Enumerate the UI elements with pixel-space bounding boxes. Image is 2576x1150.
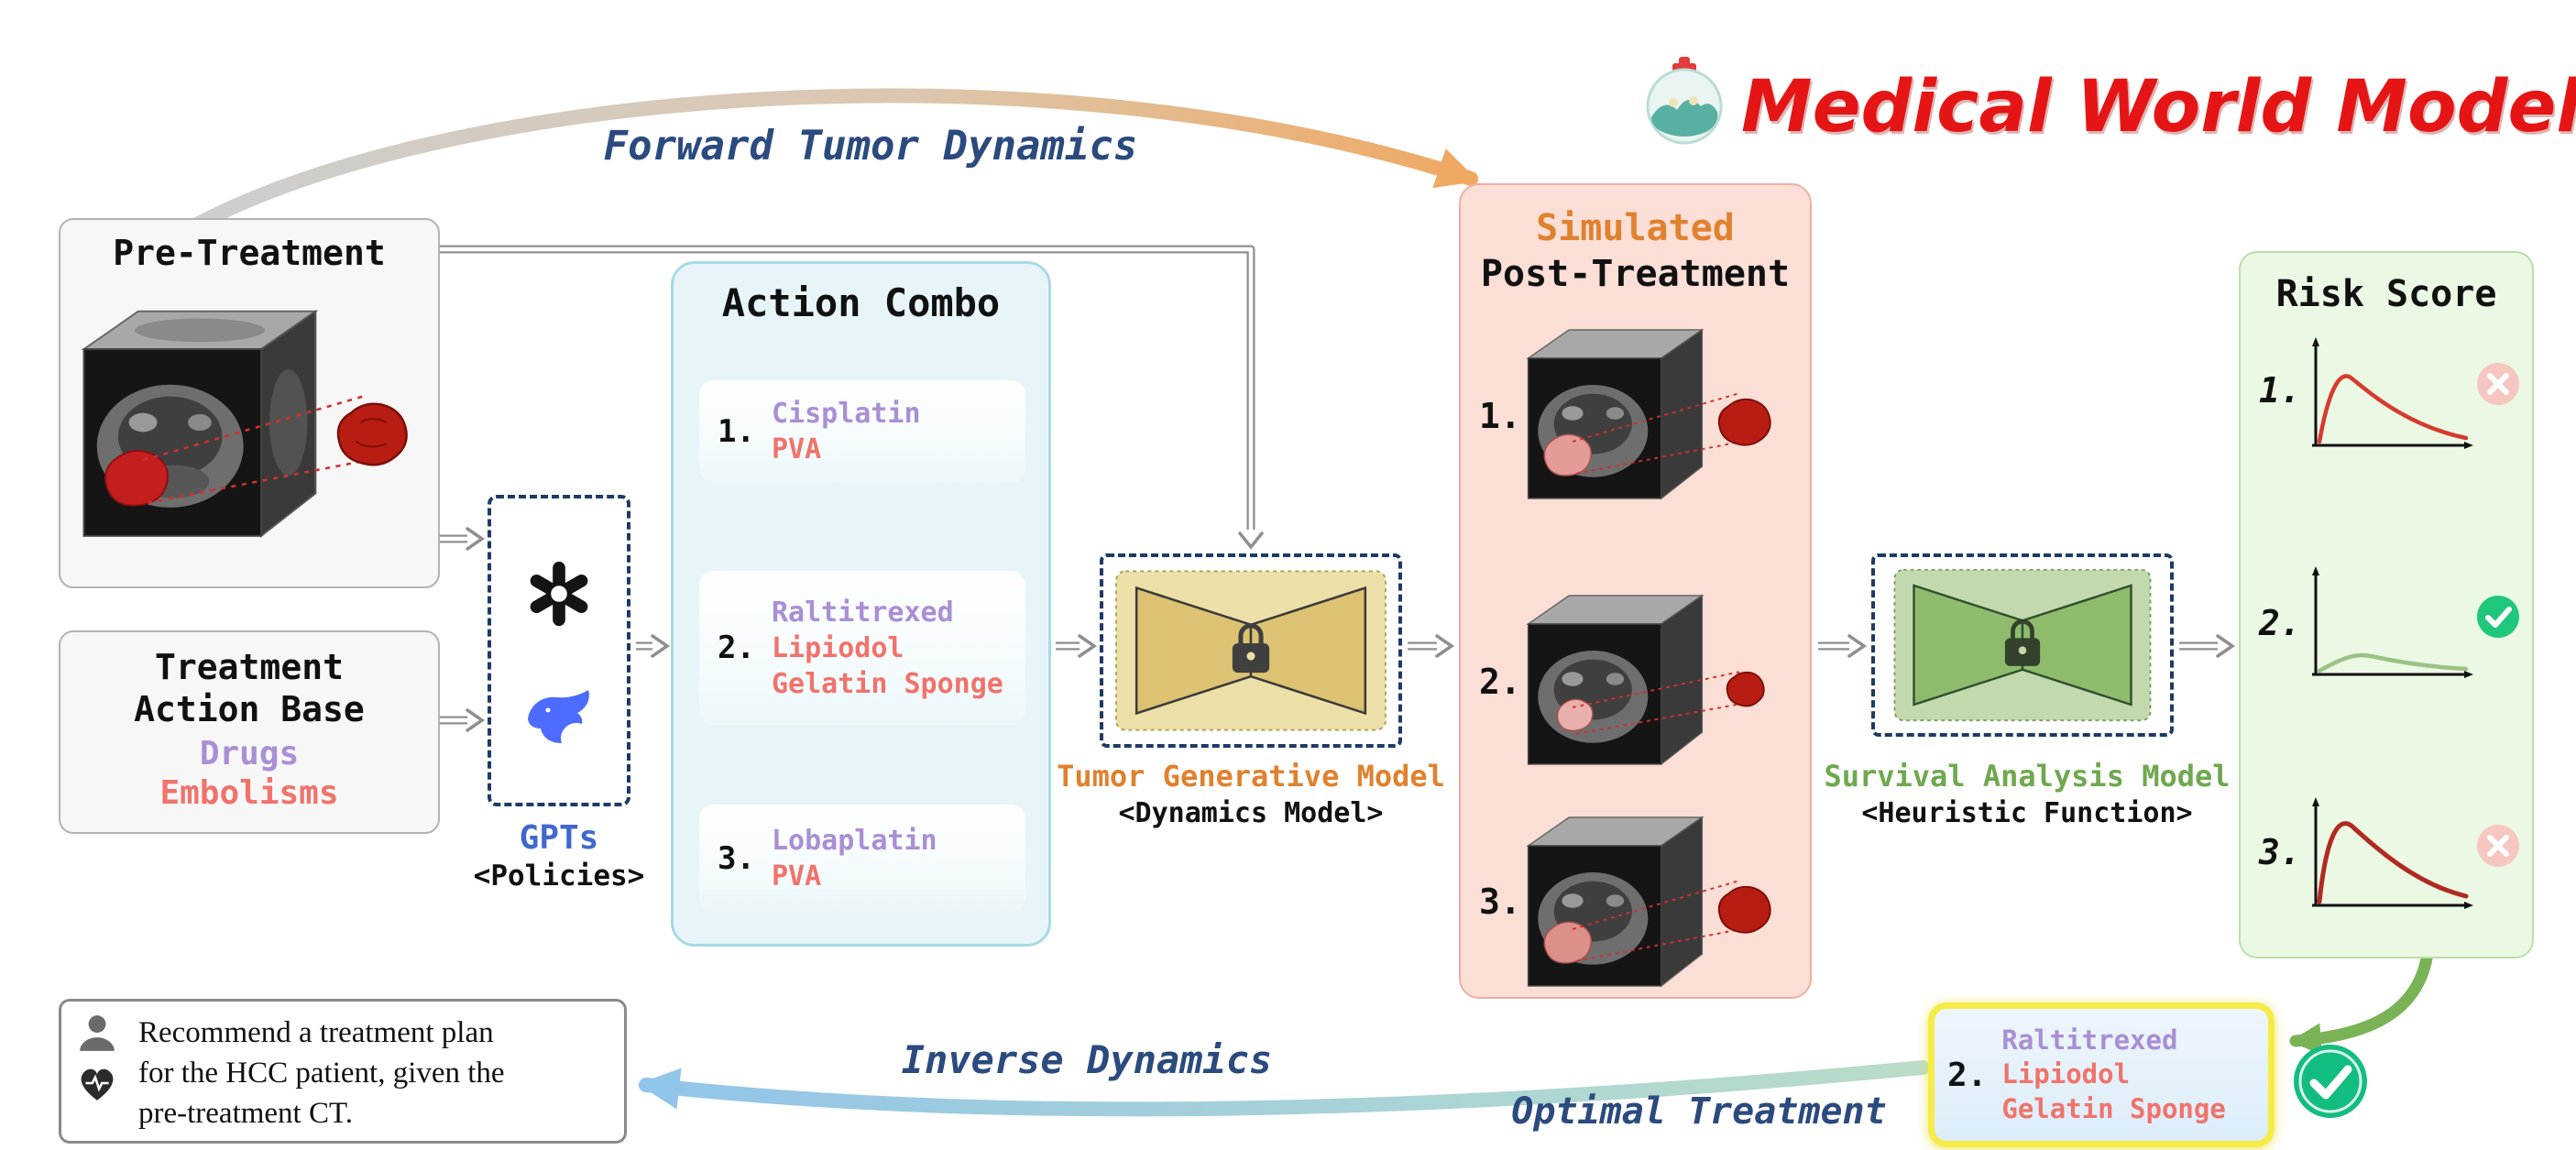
- action-combo-item-1: 1. Cisplatin PVA: [699, 380, 1025, 483]
- treatment-action-base-panel: Treatment Action Base Drugs Embolisms: [59, 630, 440, 834]
- survival-model-sublabel: <Heuristic Function>: [1861, 797, 2193, 829]
- embolism-name: Gelatin Sponge: [2001, 1092, 2226, 1124]
- risk-score-panel: Risk Score 1. 2. 3.: [2239, 251, 2534, 958]
- action-combo-title: Action Combo: [721, 280, 1001, 325]
- risk-curve-chart: [2312, 337, 2473, 449]
- action-base-embolisms: Embolisms: [159, 774, 339, 813]
- risk-to-optimal-arrow: [2289, 952, 2433, 1056]
- action-base-title-line1: Treatment: [155, 647, 344, 687]
- action-base-drugs: Drugs: [199, 735, 300, 773]
- simulated-title-line1: Simulated: [1536, 207, 1735, 249]
- tumormodel-to-simulated-arrow: [1408, 634, 1455, 658]
- pass-badge-icon: [2477, 596, 2519, 638]
- item-number: 1.: [718, 413, 755, 450]
- openai-logo-icon: [530, 561, 588, 626]
- optimal-check-badge-icon: [2294, 1045, 2367, 1118]
- inverse-dynamics-arrow: [637, 1060, 1930, 1117]
- ct-scan-image: [81, 309, 408, 538]
- drug-name: Raltitrexed: [2001, 1024, 2178, 1057]
- optimal-treatment-box: 2. Raltitrexed Lipiodol Gelatin Sponge: [1928, 1002, 2275, 1147]
- fail-badge-icon: [2477, 825, 2519, 867]
- pretreatment-to-gpts-arrow: [440, 527, 486, 551]
- risk-item-number: 1.: [2259, 370, 2301, 411]
- survival-to-risk-arrow: [2179, 634, 2236, 658]
- tumor-generative-model-box: [1100, 553, 1402, 748]
- forward-dynamics-label: Forward Tumor Dynamics: [603, 123, 1138, 170]
- simulated-item-number: 2.: [1479, 662, 1521, 702]
- pretreatment-to-model-connector: [436, 245, 1264, 550]
- prompt-text: Recommend a treatment plan for the HCC p…: [138, 1013, 615, 1134]
- embolism-name: Lipiodol: [2001, 1058, 2131, 1090]
- ct-scan-image: [1526, 328, 1771, 500]
- combo-to-tumormodel-arrow: [1056, 634, 1098, 658]
- survival-analysis-model-box: [1871, 553, 2174, 737]
- risk-item-number: 3.: [2259, 832, 2301, 872]
- tumor-model-label: Tumor Generative Model: [1057, 759, 1445, 794]
- action-combo-item-3: 3. Lobaplatin PVA: [699, 805, 1025, 912]
- ct-scan-image: [1526, 816, 1771, 988]
- gpts-policy-box: [488, 495, 630, 806]
- pre-treatment-panel: Pre-Treatment: [59, 218, 440, 588]
- page-title: Medical World Model: [1741, 66, 2576, 148]
- user-prompt-box: Recommend a treatment plan for the HCC p…: [59, 999, 627, 1144]
- action-combo-item-2: 2. Raltitrexed Lipiodol Gelatin Sponge: [699, 571, 1025, 725]
- gpts-label: GPTs: [519, 819, 599, 857]
- item-number: 3.: [718, 839, 755, 877]
- simulated-item-number: 3.: [1479, 882, 1521, 922]
- risk-item-number: 2.: [2259, 603, 2301, 643]
- drug-name: Lobaplatin: [771, 824, 937, 857]
- prompt-line: pre-treatment CT.: [138, 1097, 353, 1131]
- inverse-dynamics-label: Inverse Dynamics: [901, 1037, 1273, 1082]
- simulated-title-line2: Post-Treatment: [1480, 253, 1791, 295]
- heart-icon: [81, 1068, 114, 1101]
- ct-scan-image: [1526, 594, 1765, 766]
- fail-badge-icon: [2477, 363, 2519, 405]
- risk-curve-chart: [2312, 566, 2473, 678]
- prompt-line: Recommend a treatment plan: [138, 1016, 494, 1049]
- drug-name: Cisplatin: [771, 398, 921, 430]
- prompt-line: for the HCC patient, given the: [138, 1057, 505, 1090]
- lock-icon: [1232, 623, 1270, 674]
- action-base-title-line2: Action Base: [134, 688, 365, 729]
- optimal-item-number: 2.: [1947, 1056, 1988, 1094]
- action-combo-panel: Action Combo 1. Cisplatin PVA 2. Raltitr…: [671, 261, 1051, 947]
- simulated-post-treatment-panel: Simulated Post-Treatment 1. 2.: [1459, 183, 1812, 999]
- survival-model-label: Survival Analysis Model: [1824, 759, 2231, 794]
- risk-curve-chart: [2312, 797, 2473, 909]
- autoencoder-graphic: [1115, 570, 1387, 731]
- item-number: 2.: [718, 630, 755, 666]
- simulated-item-number: 1.: [1479, 396, 1521, 436]
- tumor-model-sublabel: <Dynamics Model>: [1118, 797, 1384, 829]
- embolism-name: Lipiodol: [771, 631, 904, 664]
- autoencoder-graphic: [1893, 568, 2152, 722]
- forward-dynamics-arrow: [190, 88, 1479, 232]
- simulated-to-survival-arrow: [1818, 634, 1868, 658]
- person-icon: [80, 1015, 115, 1051]
- lock-icon: [2004, 619, 2041, 666]
- embolism-name: PVA: [771, 860, 822, 893]
- drug-name: Raltitrexed: [771, 596, 954, 629]
- embolism-name: PVA: [771, 433, 822, 465]
- risk-score-title: Risk Score: [2275, 273, 2497, 315]
- gpts-to-combo-arrow: [636, 634, 671, 658]
- optimal-treatment-label: Optimal Treatment: [1511, 1090, 1887, 1133]
- deepseek-logo-icon: [528, 690, 589, 744]
- medical-logo-icon: [1646, 57, 1723, 145]
- gpts-role-label: <Policies>: [473, 860, 645, 893]
- actionbase-to-gpts-arrow: [440, 708, 486, 732]
- embolism-name: Gelatin Sponge: [771, 667, 1003, 700]
- pre-treatment-title: Pre-Treatment: [113, 233, 386, 273]
